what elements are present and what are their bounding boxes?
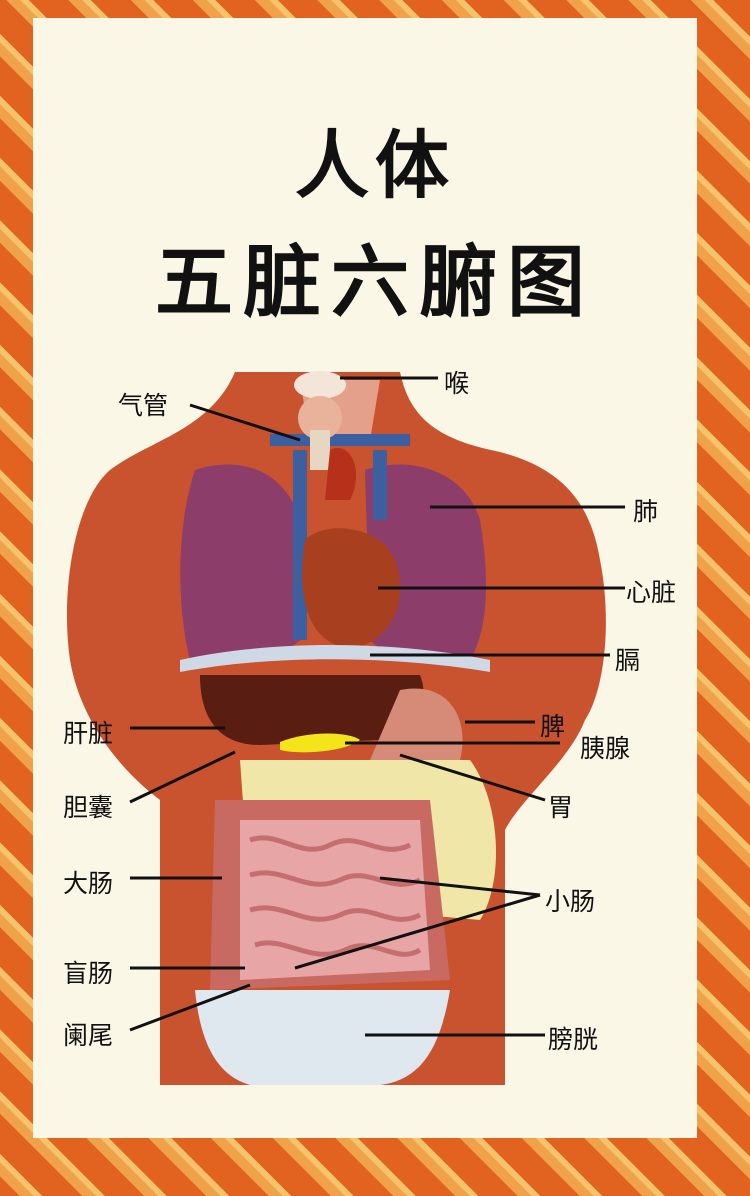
label-pancreas: 胰腺 [580, 734, 631, 763]
label-bladder: 膀胱 [548, 1025, 599, 1054]
label-gallbladder: 胆囊 [63, 793, 114, 822]
pancreas [280, 733, 360, 753]
left-lung [180, 464, 300, 662]
title-line-1: 人体 [295, 123, 455, 209]
label-throat: 喉 [444, 369, 470, 398]
label-small-intestine: 小肠 [545, 887, 596, 916]
label-spleen: 脾 [540, 712, 566, 741]
bladder [195, 990, 450, 1085]
label-diaphragm: 膈 [615, 646, 641, 675]
label-cecum: 盲肠 [63, 959, 114, 988]
liver [200, 675, 424, 745]
heart [302, 528, 400, 648]
label-heart: 心脏 [626, 578, 677, 607]
stomach [370, 688, 463, 783]
label-liver: 肝脏 [63, 719, 114, 748]
label-large-intestine: 大肠 [63, 869, 114, 898]
label-lung: 肺 [633, 497, 659, 526]
title-line-2: 五脏六腑图 [154, 238, 595, 328]
label-trachea: 气管 [118, 391, 169, 420]
small-intestine [240, 820, 430, 980]
label-appendix: 阑尾 [63, 1021, 114, 1050]
label-stomach: 胃 [548, 793, 574, 822]
